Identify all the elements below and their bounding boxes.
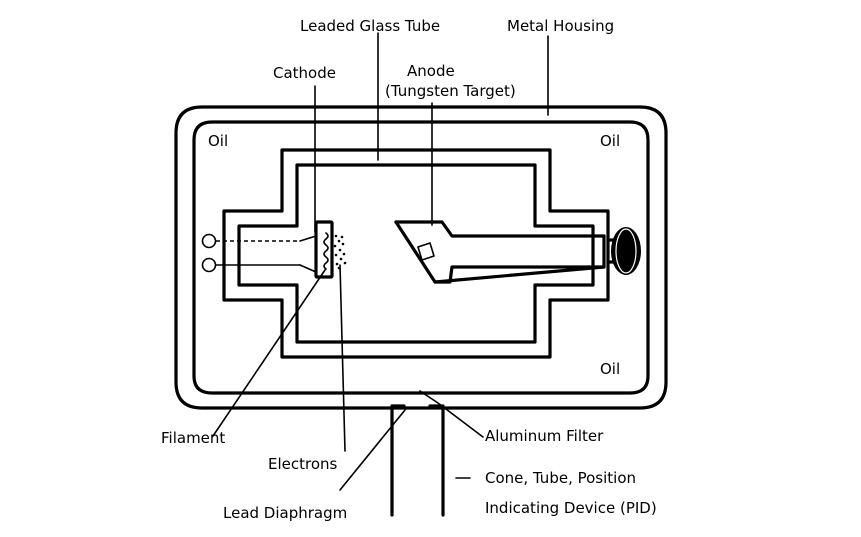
label-filament: Filament <box>161 429 225 447</box>
electron-stream <box>333 234 347 270</box>
label-aluminum-filter: Aluminum Filter <box>485 427 604 445</box>
label-oil-bottom-right: Oil <box>600 360 620 378</box>
leaded-glass-tube <box>222 148 610 359</box>
rotor-knob <box>606 227 641 275</box>
label-leaded-glass-tube: Leaded Glass Tube <box>300 17 440 35</box>
metal-housing <box>174 105 668 410</box>
label-anode-tungsten-target: (Tungsten Target) <box>385 82 516 100</box>
leader-lines <box>212 32 549 491</box>
anode-assembly <box>394 220 606 284</box>
label-oil-top-left: Oil <box>208 132 228 150</box>
label-anode: Anode <box>407 62 455 80</box>
label-pid-line1: Cone, Tube, Position <box>485 469 636 487</box>
label-oil-top-right: Oil <box>600 132 620 150</box>
cathode-assembly <box>201 220 334 279</box>
label-pid-line2: Indicating Device (PID) <box>485 499 657 517</box>
label-lead-diaphragm: Lead Diaphragm <box>223 504 347 522</box>
tube-window-opening <box>390 404 445 517</box>
label-electrons: Electrons <box>268 455 338 473</box>
label-cathode: Cathode <box>273 64 336 82</box>
label-metal-housing: Metal Housing <box>507 17 614 35</box>
